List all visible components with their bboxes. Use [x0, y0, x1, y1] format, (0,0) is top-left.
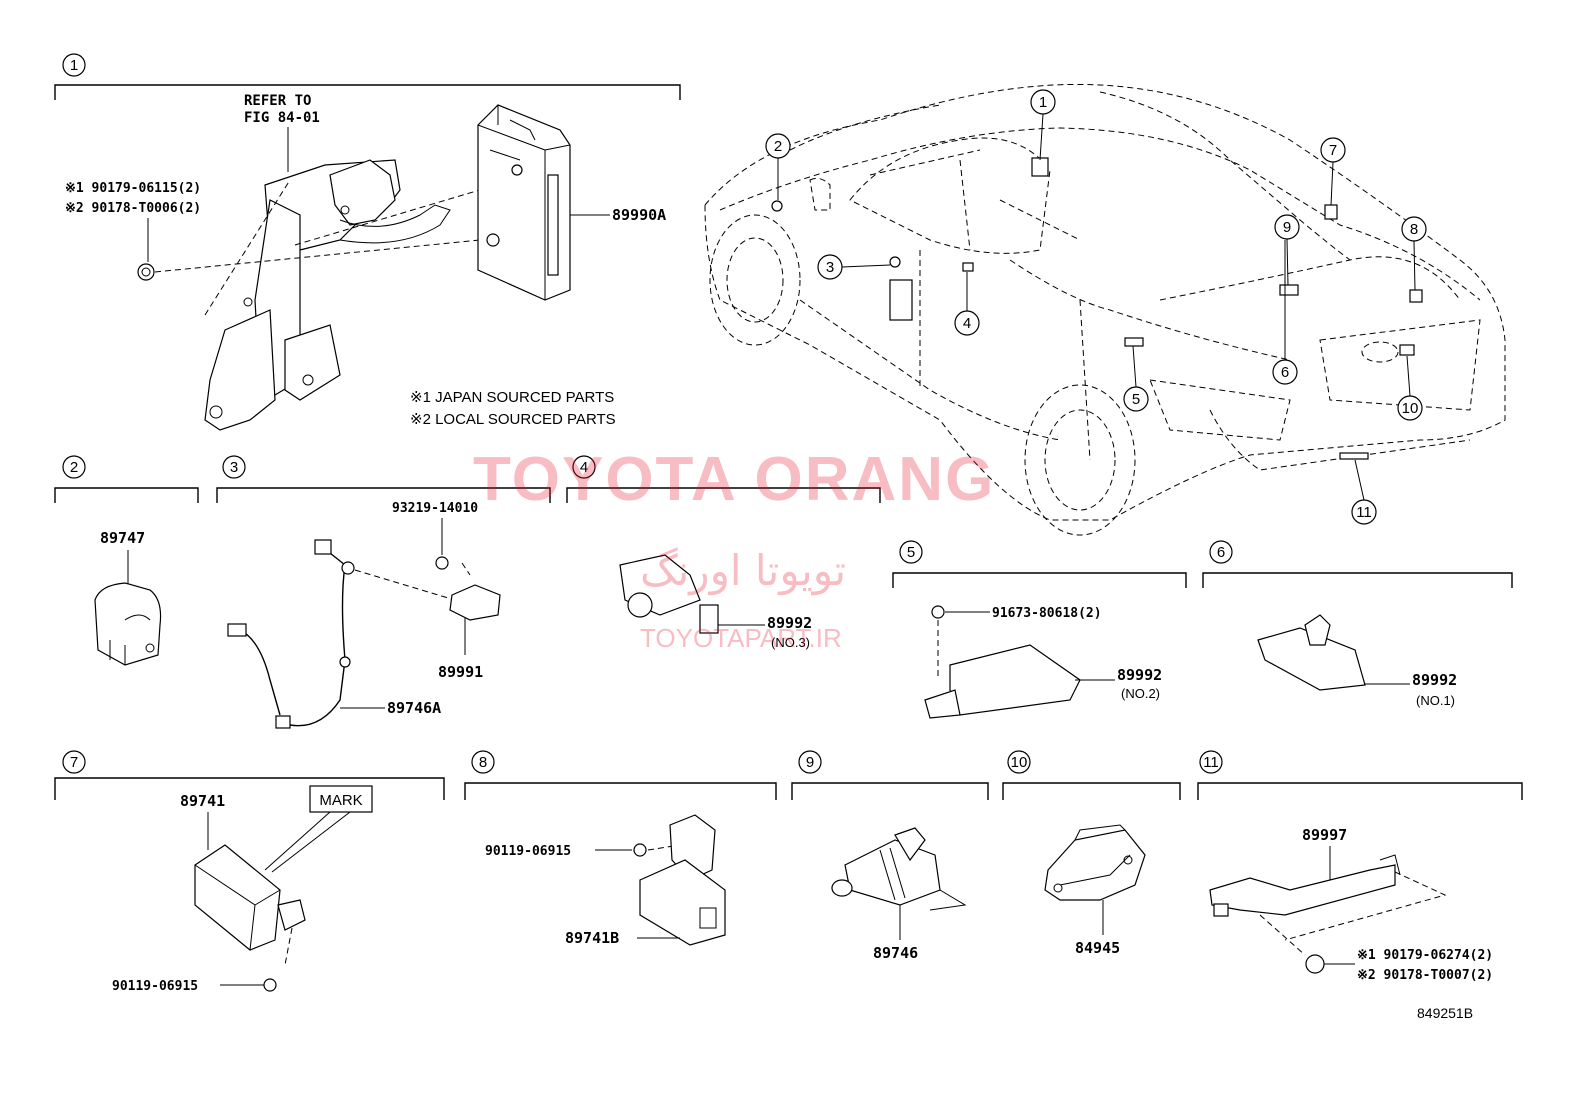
refer-label-2: FIG 84-01 [244, 110, 320, 126]
nut-icon [137, 263, 155, 281]
group-6: 6 89992 (NO.1) [1202, 540, 1513, 708]
part-number-label: 89991 [438, 663, 483, 681]
group-11: 11 89997 ※1 90179-06274(2) ※2 90178-T000… [1197, 750, 1523, 983]
part-number-label: 84945 [1075, 939, 1120, 957]
callout-8: 8 [1410, 221, 1418, 238]
group-number: 2 [70, 459, 78, 476]
mark-box [309, 785, 373, 813]
bolt-label: 93219-14010 [392, 501, 478, 516]
group-8: 8 90119-06915 89741B [464, 750, 777, 947]
ecu-module-drawing [477, 104, 571, 301]
part-number-label: 89992 [767, 614, 812, 632]
part-sub-label: (NO.1) [1416, 693, 1455, 708]
bolt-label: 90119-06915 [485, 844, 571, 859]
callout-2: 2 [774, 138, 782, 155]
fastener-label-b: ※2 90178-T0007(2) [1357, 968, 1493, 983]
callout-6: 6 [1281, 364, 1289, 381]
part-number-label: 89741B [565, 929, 619, 947]
watermark-persian: تویوتا اورنگ [640, 546, 846, 595]
group-number: 8 [479, 754, 487, 771]
relay-drawing [844, 839, 941, 906]
handle-switch-drawing [1209, 864, 1396, 916]
antenna-drawing [949, 644, 1081, 716]
part-number-label: 89997 [1302, 826, 1347, 844]
refer-label-1: REFER TO [244, 93, 311, 109]
part-sub-label: (NO.3) [771, 635, 810, 650]
bolt-icon [435, 556, 449, 570]
callout-11: 11 [1356, 504, 1372, 521]
diagram-code: 849251B [1417, 1005, 1473, 1021]
group-number: 11 [1203, 754, 1219, 771]
module-drawing [639, 859, 726, 946]
group-9: 9 89746 [791, 750, 989, 962]
group-number: 1 [70, 57, 78, 74]
group-1: 1 REFER TO FIG 84-01 ※1 90179-06115(2) ※… [54, 53, 681, 431]
callout-4: 4 [963, 315, 971, 332]
group-number: 7 [70, 754, 78, 771]
module-drawing [194, 844, 281, 951]
group-2: 2 89747 [54, 455, 199, 666]
bolt-icon [263, 978, 277, 992]
fastener-label-b: ※2 90178-T0006(2) [65, 201, 201, 216]
group-4: 4 89992 (NO.3) [566, 455, 881, 650]
switch-drawing [1044, 829, 1146, 901]
bolt-icon [931, 605, 945, 619]
bracket-drawing [204, 159, 451, 431]
group-number: 5 [907, 544, 915, 561]
callout-10: 10 [1402, 400, 1419, 417]
part-number-label: 89746A [387, 699, 441, 717]
fastener-label-a: ※1 90179-06115(2) [65, 181, 201, 196]
callout-9: 9 [1283, 219, 1291, 236]
vehicle-overview [704, 83, 1506, 536]
bolt-label: 90119-06915 [112, 979, 198, 994]
callout-7: 7 [1329, 142, 1337, 159]
group-bracket [54, 84, 681, 100]
group-10: 10 84945 [1002, 750, 1181, 957]
switch-drawing [449, 584, 501, 621]
fastener-label-a: ※1 90179-06274(2) [1357, 948, 1493, 963]
vehicle-callouts: 1 2 3 4 5 6 7 8 9 10 11 [765, 89, 1427, 525]
group-number: 3 [230, 459, 238, 476]
part-number-label: 89746 [873, 944, 918, 962]
group-5: 5 91673-80618(2) 89992 (NO.2) [892, 540, 1187, 719]
part-number-label: 89747 [100, 529, 145, 547]
mark-label: MARK [319, 792, 362, 809]
watermark-site: TOYOTAPART.IR [640, 623, 842, 653]
part-number-label: 89992 [1117, 666, 1162, 684]
bolt-label: 91673-80618(2) [992, 606, 1102, 621]
relay-drawing [94, 582, 162, 666]
watermark-brand: TOYOTA ORANG [473, 445, 995, 514]
group-3: 3 93219-14010 89991 89746A [216, 455, 551, 729]
part-number-label: 89992 [1412, 671, 1457, 689]
group-7: 7 89741 MARK 90119-06915 [54, 750, 445, 994]
watermark: TOYOTA ORANG تویوتا اورنگ TOYOTAPART.IR [473, 445, 995, 653]
group-number: 9 [806, 754, 814, 771]
note-local: ※2 LOCAL SOURCED PARTS [410, 411, 616, 428]
group-number: 6 [1217, 544, 1225, 561]
harness-drawing [289, 544, 346, 727]
note-japan: ※1 JAPAN SOURCED PARTS [410, 389, 614, 406]
callout-1: 1 [1039, 94, 1047, 111]
part-sub-label: (NO.2) [1121, 686, 1160, 701]
callout-5: 5 [1132, 391, 1140, 408]
nut-hole-icon [141, 267, 151, 277]
callout-3: 3 [826, 259, 834, 276]
group-number: 4 [580, 459, 588, 476]
group-number: 10 [1011, 754, 1028, 771]
part-number-label: 89990A [612, 206, 666, 224]
group-number-circle [62, 53, 86, 77]
bolt-icon [633, 843, 647, 857]
part-number-label: 89741 [180, 792, 225, 810]
nut-icon [1305, 954, 1325, 974]
antenna-drawing [1257, 627, 1366, 691]
